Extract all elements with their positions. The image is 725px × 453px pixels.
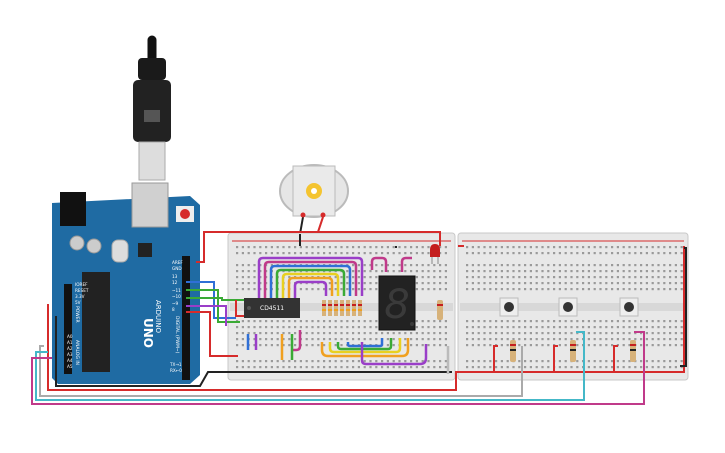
ic-chip[interactable]: CD4511 [244,298,300,318]
pushbutton-icon[interactable] [499,297,519,317]
wire-bundle-bottom[interactable] [246,330,428,366]
power-pin-label: IOREF [75,282,88,287]
usb-port [131,182,169,228]
pin-label: RX←0 [170,368,182,373]
pin-label: ~9 [172,301,179,306]
resistor-icon[interactable] [630,340,636,362]
reset-button [180,209,190,219]
seven-segment-display[interactable]: 8 [378,275,416,331]
resistor-icon[interactable] [358,300,362,316]
analog-label: ANALOG IN [74,340,80,365]
power-label: POWER [74,306,80,323]
wire-bundle-top[interactable] [257,256,412,298]
power-header [64,284,72,374]
power-pin-label: RESET [75,288,89,293]
display-digit: 8 [384,282,409,328]
digital-header [182,256,190,380]
pin-label: 12 [172,280,178,285]
pushbutton-icon[interactable] [558,297,578,317]
arduino-board[interactable]: ARDUINO UNO DIGITAL (PWM~) POWER ANALOG … [52,182,200,384]
pin-label: ~10 [172,294,181,299]
pin-label: ~11 [172,288,181,293]
pin-label: AREF [172,260,183,265]
led-icon[interactable] [430,244,440,264]
resistor-icon[interactable] [346,300,350,316]
digital-label: DIGITAL (PWM~) [174,316,180,354]
resistor-icon[interactable] [352,300,356,316]
pin-label: 8 [172,307,175,312]
analog-pin-label: A5 [67,364,73,369]
resistor-icon[interactable] [510,340,516,362]
analog-pin-label: A3 [67,352,73,357]
motor-icon[interactable] [279,164,349,235]
resistor-icon[interactable] [437,300,443,320]
pin-label: GND [172,266,182,271]
resistor-icon[interactable] [334,300,338,316]
analog-pin-label: A1 [67,340,73,345]
power-pin-label: 5V [75,300,81,305]
analog-pin-label: A2 [67,346,73,351]
resistor-array[interactable] [322,300,362,316]
atmega-chip [82,272,110,372]
brand-label: ARDUINO [154,300,162,333]
analog-pin-label: A0 [67,334,73,339]
power-pin-label: 3.3V [75,294,85,299]
pin-label: TX→1 [169,362,182,367]
pushbutton-icon[interactable] [619,297,639,317]
pin-label: 13 [172,274,178,279]
resistor-icon[interactable] [340,300,344,316]
hole-grid [236,246,447,369]
power-jack [60,192,86,226]
model-label: UNO [141,318,155,348]
ic-label: CD4511 [260,305,284,312]
hole-grid [466,246,683,369]
usb-plug-icon[interactable] [133,35,171,181]
resistor-icon[interactable] [570,340,576,362]
analog-pin-label: A4 [67,358,73,363]
resistor-icon[interactable] [322,300,326,316]
resistor-icon[interactable] [328,300,332,316]
power-wires[interactable] [31,231,687,405]
